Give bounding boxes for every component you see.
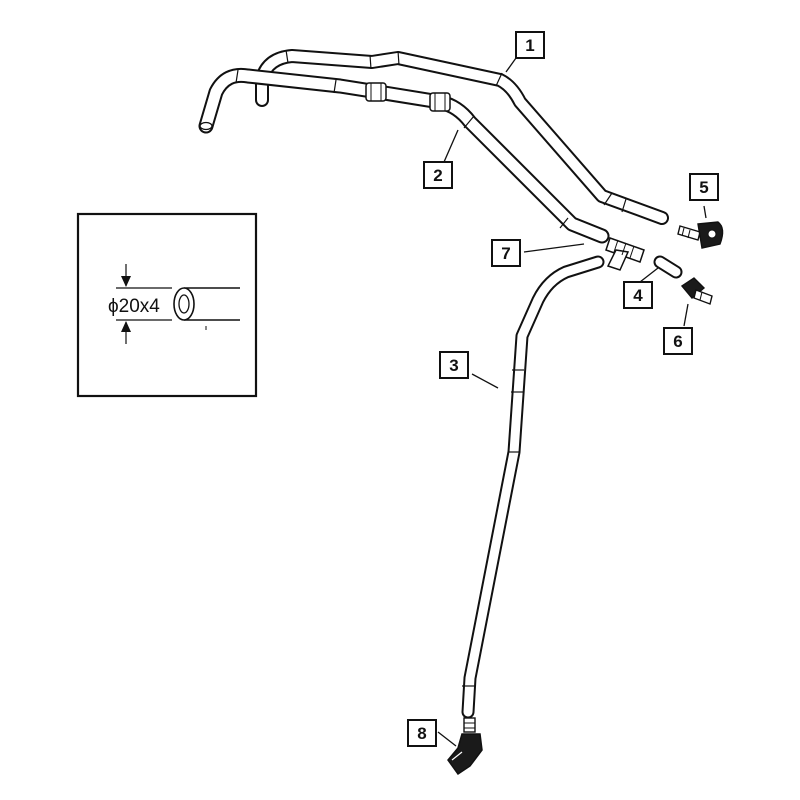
arrow-up-icon bbox=[121, 321, 131, 332]
svg-text:8: 8 bbox=[417, 724, 426, 743]
svg-text:5: 5 bbox=[699, 178, 708, 197]
short-hose-4 bbox=[653, 255, 683, 279]
svg-text:3: 3 bbox=[449, 356, 458, 375]
leader-lines bbox=[437, 57, 707, 747]
arrow-down-icon bbox=[121, 276, 131, 287]
fitting-5 bbox=[677, 221, 724, 249]
callout-5: 5 bbox=[689, 173, 719, 201]
callout-1: 1 bbox=[515, 31, 545, 59]
svg-text:1: 1 bbox=[525, 36, 534, 55]
dimension-label: ϕ20x4 bbox=[108, 296, 160, 317]
callout-2: 2 bbox=[423, 161, 453, 189]
callout-3: 3 bbox=[439, 351, 469, 379]
callout-7: 7 bbox=[491, 239, 521, 267]
tube-end-inner bbox=[178, 294, 190, 314]
callout-6: 6 bbox=[663, 327, 693, 355]
svg-text:7: 7 bbox=[501, 244, 510, 263]
svg-text:2: 2 bbox=[433, 166, 442, 185]
hose-3 bbox=[461, 255, 605, 719]
fitting-8 bbox=[447, 717, 483, 776]
svg-text:4: 4 bbox=[633, 286, 643, 305]
hose-1 bbox=[255, 49, 669, 225]
coupling bbox=[365, 82, 387, 102]
inset-detail: ϕ20x4 bbox=[76, 212, 258, 398]
tee-fitting bbox=[605, 237, 645, 271]
callout-8: 8 bbox=[407, 719, 437, 747]
svg-text:6: 6 bbox=[673, 332, 682, 351]
fitting-6 bbox=[680, 277, 713, 305]
callout-4: 4 bbox=[623, 281, 653, 309]
coupling bbox=[429, 92, 451, 112]
